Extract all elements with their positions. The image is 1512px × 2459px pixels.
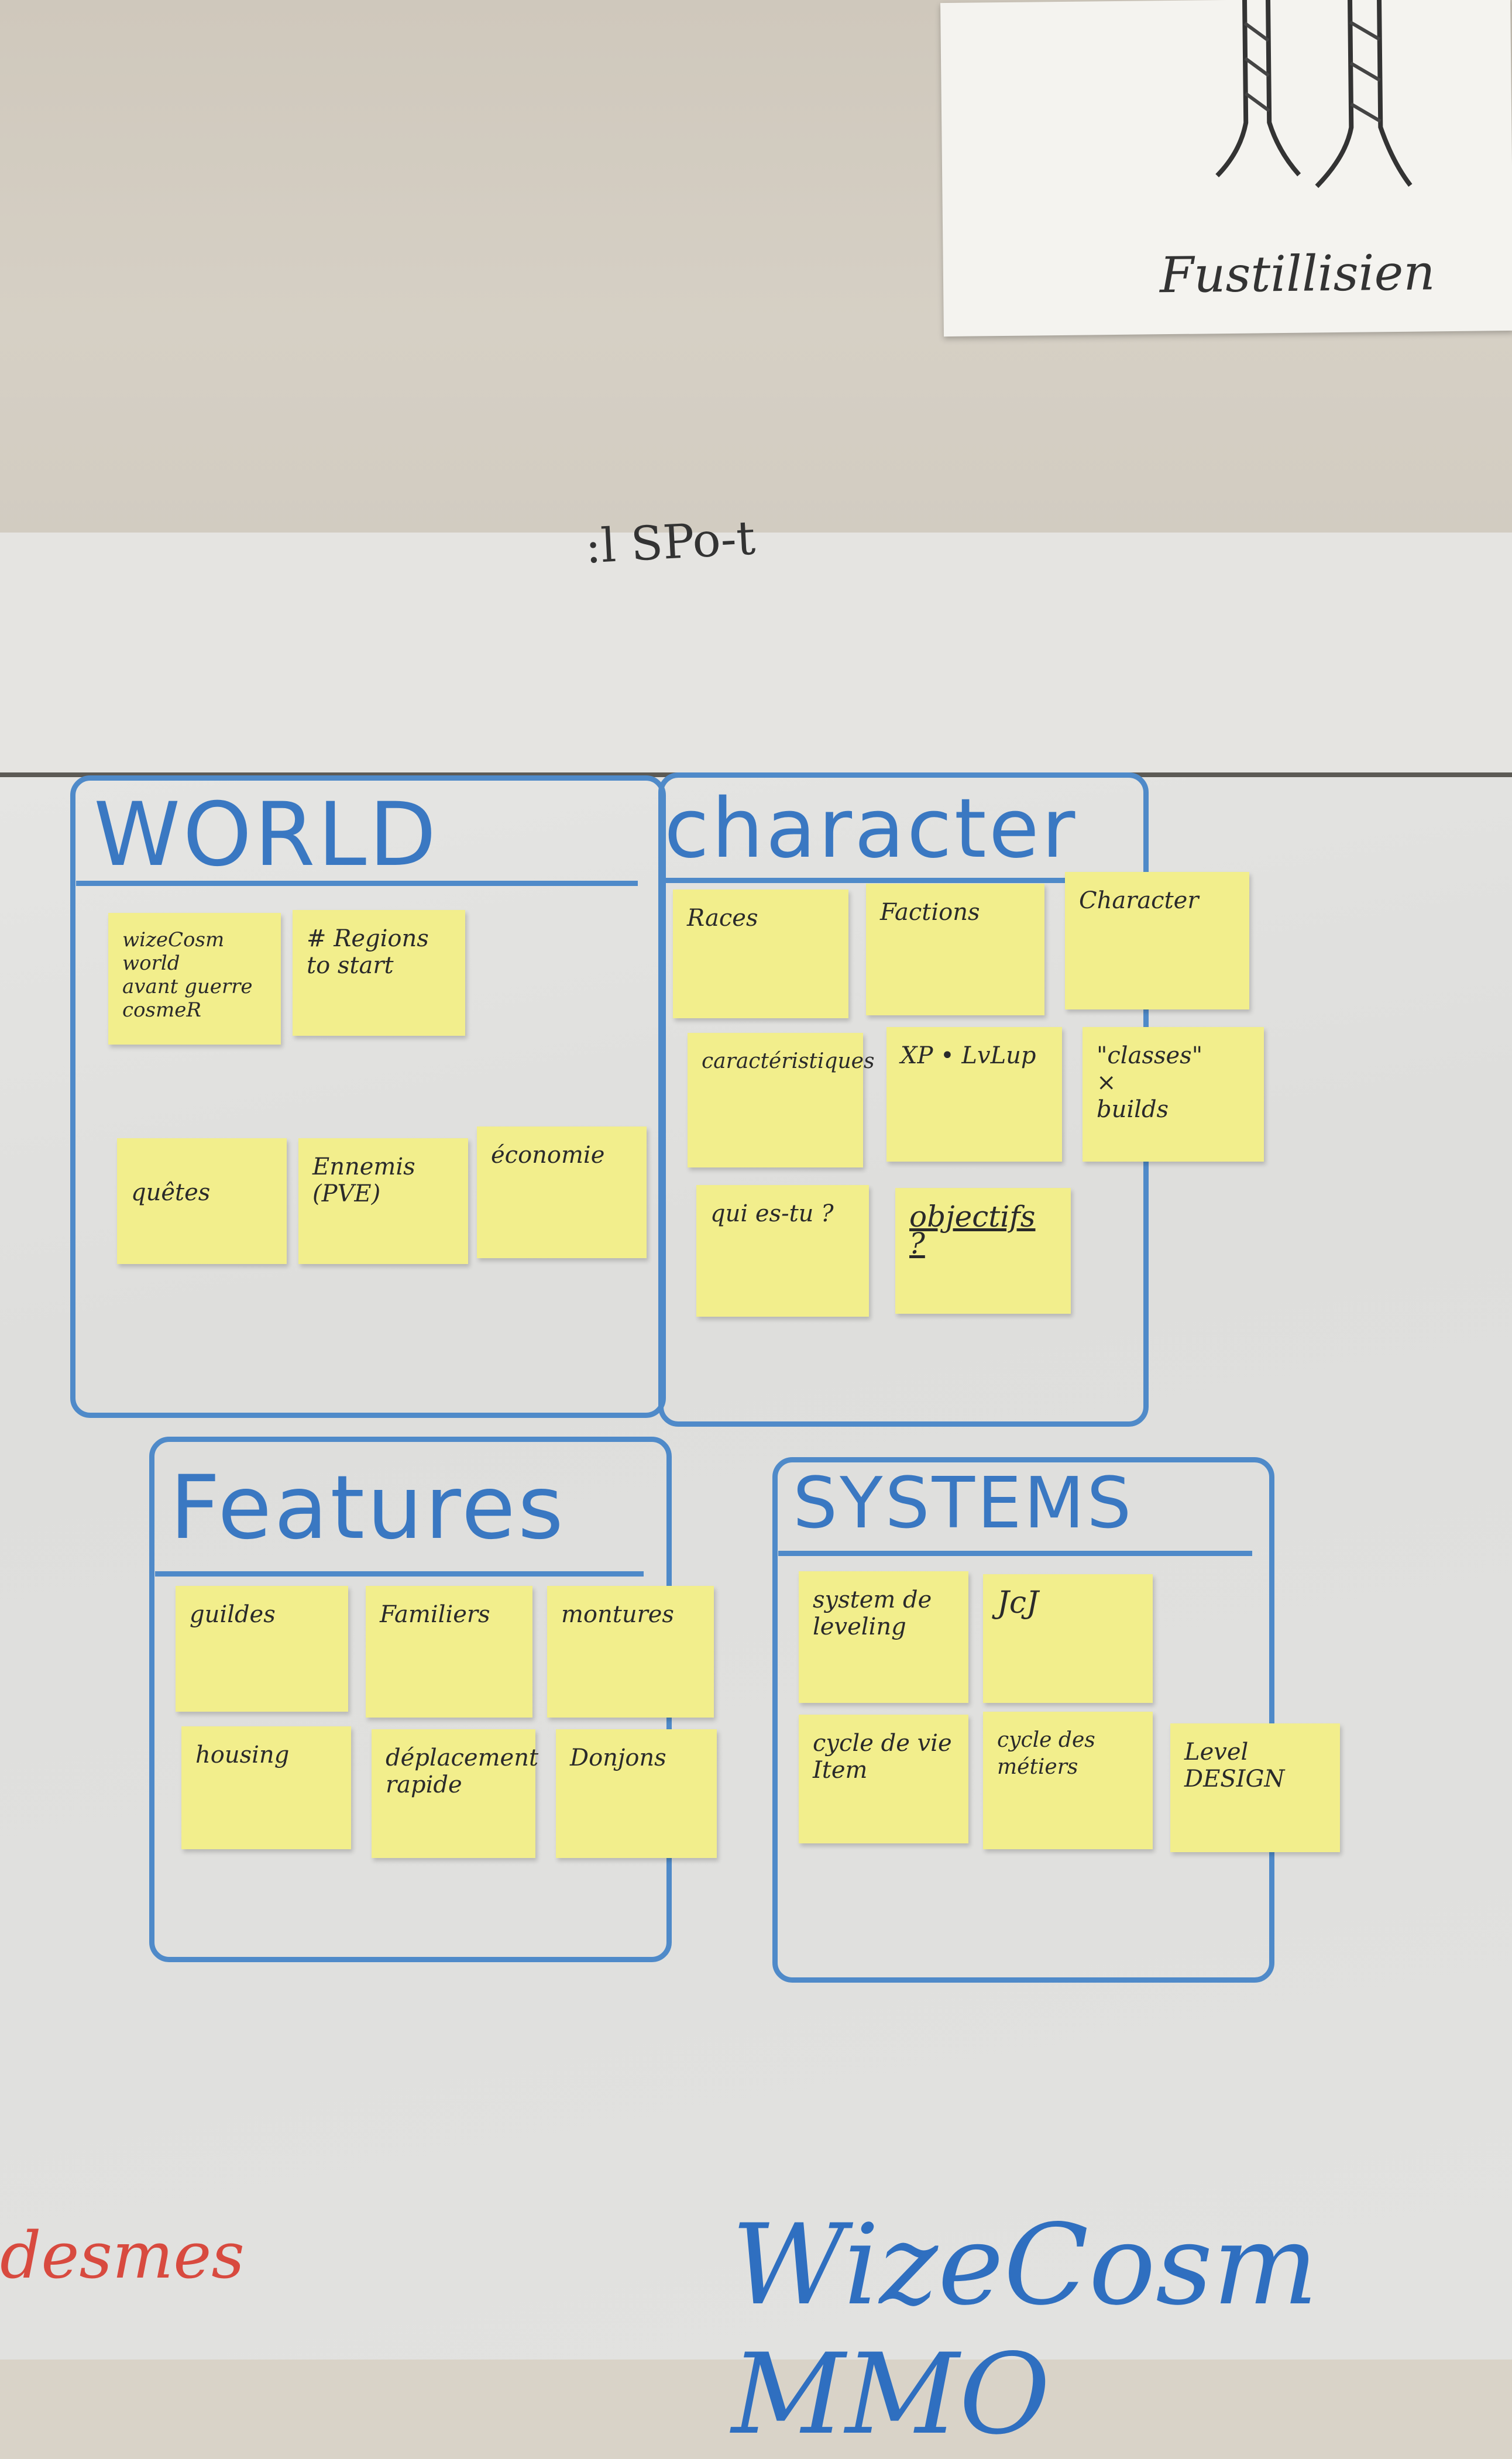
world-title-rule <box>76 881 638 886</box>
note-character-races: Races <box>673 890 848 1018</box>
features-title-rule <box>155 1571 644 1577</box>
note-character-factions: Factions <box>866 884 1044 1015</box>
poster-label: Fustillisien <box>1159 243 1435 304</box>
note-character-xp: XP • LvLup <box>886 1027 1062 1162</box>
note-world-wizecosm: wizeCosm world avant guerre cosmeR <box>108 913 281 1045</box>
signature: WizeCosm MMO <box>731 2200 1318 2459</box>
world-title: WORLD <box>94 784 439 886</box>
whiteboard <box>0 533 1512 2360</box>
note-character-classes: "classes" × builds <box>1083 1027 1264 1162</box>
red-handwriting: desmes <box>0 2218 245 2293</box>
note-systems-level-design: Level DESIGN <box>1170 1723 1340 1852</box>
note-world-economie: économie <box>477 1127 647 1258</box>
systems-title: SYSTEMS <box>793 1463 1134 1544</box>
note-world-regions: # Regions to start <box>293 910 465 1036</box>
header-scribble: :l SPo‑t <box>583 510 757 574</box>
note-features-guildes: guildes <box>176 1586 348 1712</box>
note-systems-leveling: system de leveling <box>799 1571 968 1703</box>
note-character-caracteristiques: caractéristiques <box>688 1033 874 1167</box>
note-systems-cycle-item: cycle de vie Item <box>799 1715 968 1843</box>
note-character-objectifs: objectifs ? <box>895 1188 1071 1314</box>
note-features-deplacement: déplacement rapide <box>372 1729 538 1858</box>
poster: Fustillisien <box>940 0 1512 337</box>
note-world-quetes: quêtes <box>117 1138 287 1264</box>
note-features-housing: housing <box>181 1726 351 1849</box>
systems-frame <box>772 1457 1274 1983</box>
character-title: character <box>664 781 1078 877</box>
note-systems-cycle-metiers: cycle des métiers <box>983 1712 1153 1849</box>
features-title: Features <box>170 1457 566 1559</box>
tree-drawing <box>1215 0 1413 188</box>
note-features-donjons: Donjons <box>556 1729 717 1858</box>
note-world-ennemis: Ennemis (PVE) <box>298 1138 468 1264</box>
note-features-familiers: Familiers <box>366 1586 532 1718</box>
note-character-character: Character <box>1065 872 1249 1009</box>
note-features-montures: montures <box>547 1586 714 1718</box>
note-systems-jcj: JcJ <box>983 1574 1153 1703</box>
systems-title-rule <box>778 1551 1252 1556</box>
whiteboard-header-strip <box>0 533 1512 777</box>
note-character-qui-es-tu: qui es-tu ? <box>696 1185 869 1317</box>
character-title-rule <box>664 878 1121 883</box>
